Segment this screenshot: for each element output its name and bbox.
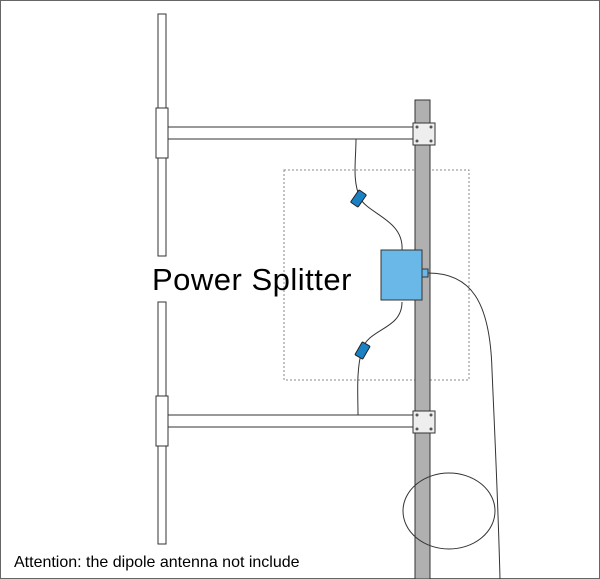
lower-cable-connector	[354, 341, 371, 360]
lower-dipole-clamp	[155, 395, 169, 447]
upper-dipole	[155, 13, 436, 257]
main-output-cable	[427, 272, 501, 579]
splitter-area-outline	[283, 169, 470, 381]
lower-boom-arm	[167, 414, 416, 428]
upper-dipole-clamp	[155, 107, 169, 159]
mast-pole	[414, 99, 431, 579]
lower-dipole	[155, 301, 436, 545]
power-splitter-box	[380, 249, 423, 301]
lower-mount-bracket	[412, 410, 436, 434]
upper-cable-connector	[350, 189, 367, 208]
splitter-output-port	[421, 268, 429, 278]
cable-coil-loop	[402, 472, 496, 550]
attention-note: Attention: the dipole antenna not includ…	[14, 554, 300, 571]
upper-boom-arm	[167, 126, 416, 140]
upper-mount-bracket	[412, 122, 436, 146]
power-splitter-label: Power Splitter	[152, 262, 352, 297]
lower-feed-cable	[357, 301, 403, 416]
